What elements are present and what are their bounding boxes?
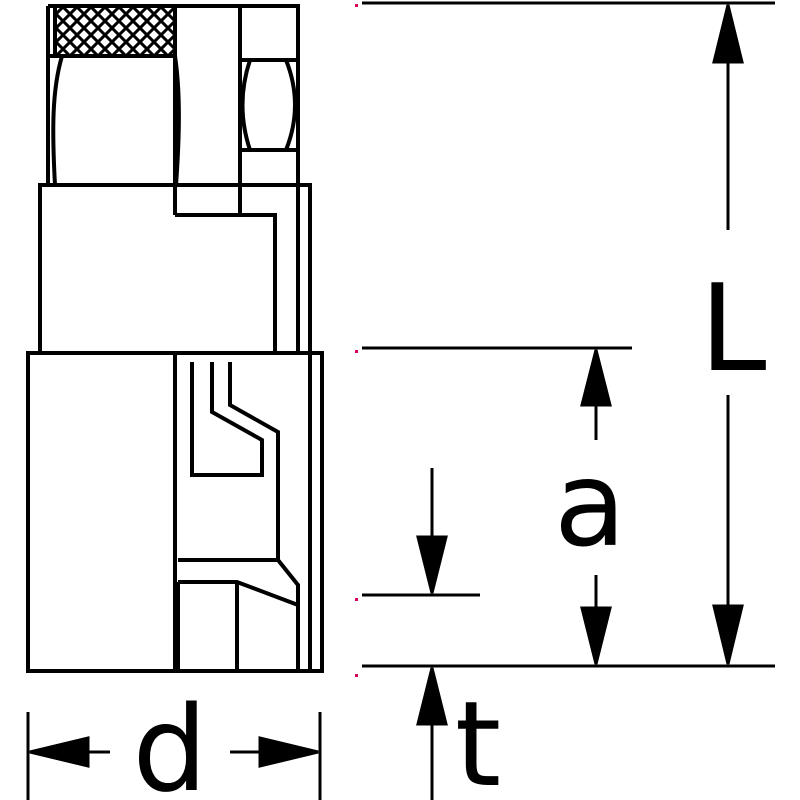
arrow-d-right [258, 736, 319, 768]
spring-clip [190, 362, 280, 560]
label-a: a [554, 435, 626, 573]
label-t: t [455, 675, 501, 800]
socket-drawing [26, 4, 324, 673]
square-drive [173, 6, 298, 215]
arrow-t-up [416, 667, 448, 726]
tick-mark [355, 350, 358, 353]
label-l: L [700, 260, 767, 399]
dimension-lines [26, 1, 775, 800]
lower-inner-wall [173, 353, 312, 671]
drive-curve [284, 59, 297, 151]
arrow-l-down [712, 604, 744, 665]
arrow-a-up [580, 349, 612, 407]
upper-drive-section [46, 4, 300, 185]
arrow-d-left [29, 736, 90, 768]
waist-curve-left [51, 55, 64, 186]
drive-curve-left [240, 59, 252, 151]
knurled-grip [53, 4, 177, 58]
hex-opening [176, 558, 300, 671]
middle-inner-wall [175, 185, 300, 353]
tick-marks [355, 4, 358, 677]
arrow-t-down [416, 535, 448, 594]
tick-mark [355, 4, 358, 7]
arrow-l-up [712, 4, 744, 64]
arrow-a-down [580, 606, 612, 665]
tick-mark [355, 674, 358, 677]
tick-mark [355, 598, 358, 601]
label-d: d [133, 680, 208, 800]
